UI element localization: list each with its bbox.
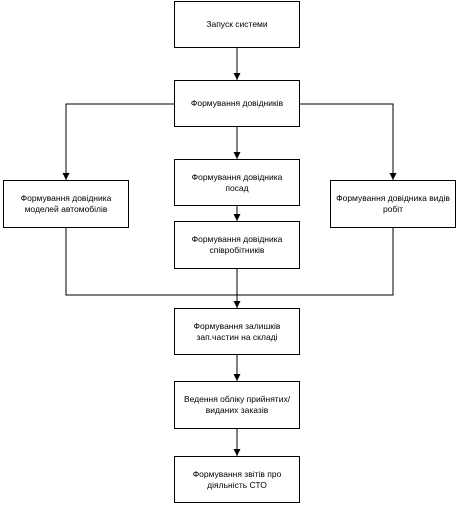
node-models: Формування довідника моделей автомобілів <box>3 180 129 228</box>
edge-works-stock <box>237 228 394 296</box>
node-stock: Формування залишків зап.частин на складі <box>174 308 300 355</box>
node-refs: Формування довідників <box>174 80 300 127</box>
node-works: Формування довідника видів робіт <box>330 180 456 228</box>
edge-refs-works <box>300 103 397 180</box>
node-positions: Формування довідника посад <box>174 159 300 206</box>
node-workers: Формування довідника співробітників <box>174 221 300 269</box>
edge-refs-models <box>62 103 174 180</box>
edge-models-stock <box>65 228 237 296</box>
node-start: Запуск системи <box>174 1 300 48</box>
node-orders: Ведення обліку прийнятих/ виданих заказі… <box>174 381 300 429</box>
node-reports: Формування звітів про діяльність СТО <box>174 456 300 503</box>
